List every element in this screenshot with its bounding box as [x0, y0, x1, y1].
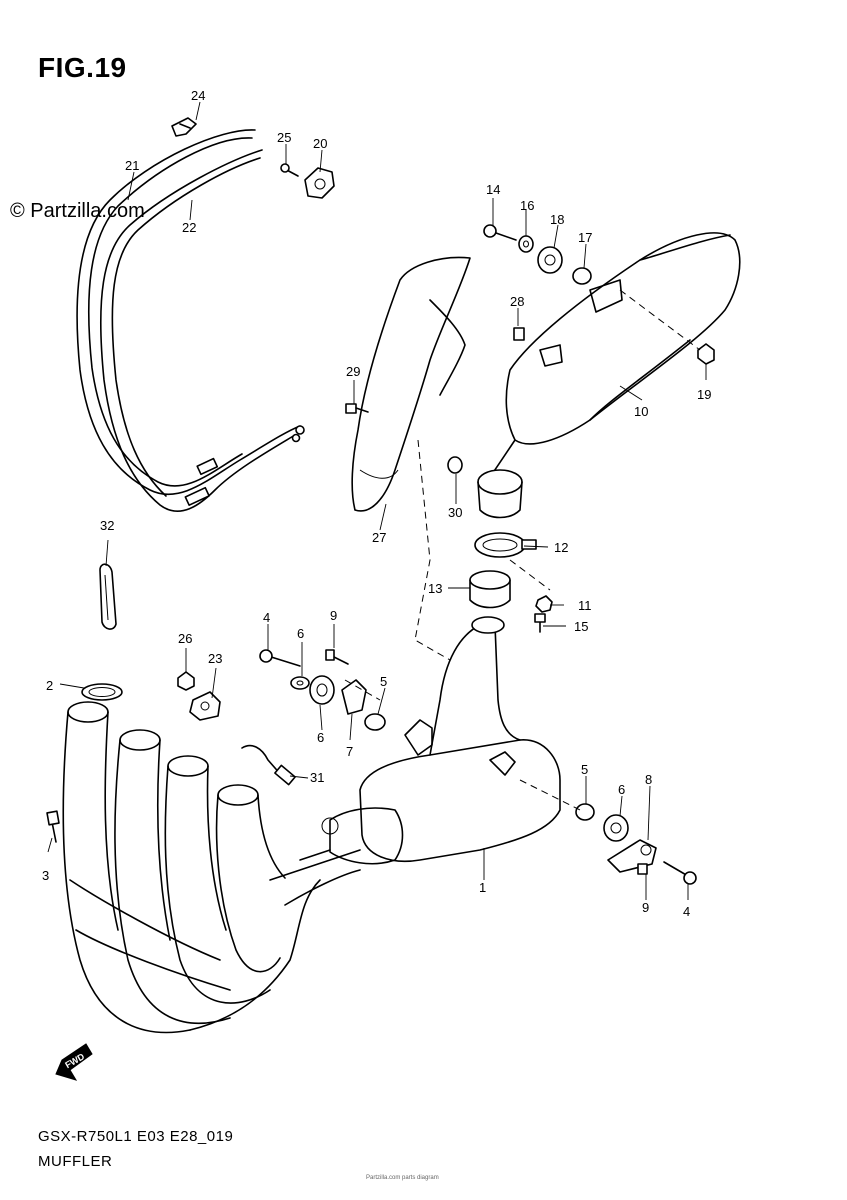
collar-17: [572, 267, 592, 285]
nut-19: [697, 343, 715, 365]
callout-12: 12: [554, 540, 568, 555]
cable-22: [99, 149, 296, 512]
rubber-cushion-6: [309, 675, 335, 705]
bracket-23: [189, 691, 221, 721]
exhaust-header-pipes: [62, 701, 361, 1034]
cable-21: [76, 129, 301, 496]
model-code: GSX-R750L1 E03 E28_019: [38, 1128, 234, 1145]
callout-24: 24: [191, 88, 205, 103]
bolt-9-lower: [637, 863, 648, 875]
clamp-12: [474, 532, 537, 558]
callout-6: 6: [297, 626, 304, 641]
callout-27: 27: [372, 530, 386, 545]
cable-end-fittings: [184, 425, 305, 506]
bracket-8: [607, 839, 657, 873]
rubber-cushion-6-lower: [603, 814, 629, 842]
callout-16: 16: [520, 198, 534, 213]
callout-25: 25: [277, 130, 291, 145]
callout-13: 13: [428, 581, 442, 596]
forward-direction-arrow: [55, 1043, 93, 1081]
screw-25: [280, 163, 299, 177]
callout-6: 6: [317, 730, 324, 745]
callout-23: 23: [208, 651, 222, 666]
callout-8: 8: [645, 772, 652, 787]
bolt-15: [534, 613, 546, 633]
connector-gasket-13: [469, 570, 511, 609]
callout-15: 15: [574, 619, 588, 634]
callout-18: 18: [550, 212, 564, 227]
muffler-10: [477, 232, 741, 519]
watermark: © Partzilla.com: [10, 200, 145, 222]
band-32: [99, 563, 117, 630]
callout-6: 6: [618, 782, 625, 797]
callout-2: 2: [46, 678, 53, 693]
callout-4: 4: [683, 904, 690, 919]
bracket-7: [341, 679, 367, 715]
bolt-14: [483, 224, 517, 241]
bolt-28: [513, 327, 525, 341]
callout-10: 10: [634, 404, 648, 419]
pulley-bracket-20: [304, 167, 335, 199]
gasket-2: [81, 683, 123, 701]
callout-22: 22: [182, 220, 196, 235]
callout-5: 5: [380, 674, 387, 689]
callout-20: 20: [313, 136, 327, 151]
exhaust-chamber-1: [299, 616, 561, 865]
cable-clamp-24: [171, 117, 197, 137]
heat-cover-27: [351, 256, 471, 512]
callout-4: 4: [263, 610, 270, 625]
callout-14: 14: [486, 182, 500, 197]
figure-title: FIG.19: [38, 52, 127, 83]
callout-17: 17: [578, 230, 592, 245]
callout-29: 29: [346, 364, 360, 379]
callout-19: 19: [697, 387, 711, 402]
callout-21: 21: [125, 158, 139, 173]
bolt-4-lower: [663, 861, 697, 885]
callout-labels: 1 2 3 4 4 5 5 6 6 6 7 8 9 9 10 11 12 13 …: [42, 88, 711, 1070]
footer-note: Partzilla.com parts diagram: [366, 1175, 439, 1181]
callout-9: 9: [642, 900, 649, 915]
callout-32: 32: [100, 518, 114, 533]
bolt-3: [46, 810, 60, 843]
washer-30: [447, 456, 463, 474]
callout-28: 28: [510, 294, 524, 309]
callout-26: 26: [178, 631, 192, 646]
diagram-caption: MUFFLER: [38, 1153, 113, 1170]
callout-9: 9: [330, 608, 337, 623]
callout-31: 31: [310, 770, 324, 785]
collar-5-lower: [575, 803, 595, 821]
nut-11: [535, 595, 553, 613]
bolt-4-upper: [259, 649, 301, 667]
nut-26: [177, 671, 195, 691]
collar-5-upper: [364, 713, 386, 731]
oxygen-sensor-31: [241, 744, 296, 786]
screw-29: [345, 403, 369, 414]
washer-6-upper: [290, 676, 310, 690]
rubber-18: [537, 246, 563, 274]
callout-5: 5: [581, 762, 588, 777]
callout-11: 11: [578, 598, 592, 613]
washer-16: [518, 235, 534, 253]
callout-7: 7: [346, 744, 353, 759]
callout-30: 30: [448, 505, 462, 520]
callout-3: 3: [42, 868, 49, 883]
callout-1: 1: [479, 880, 486, 895]
bolt-9-upper: [325, 649, 349, 665]
callout-leaders: [47, 101, 707, 900]
assembly-lines: [344, 289, 701, 811]
